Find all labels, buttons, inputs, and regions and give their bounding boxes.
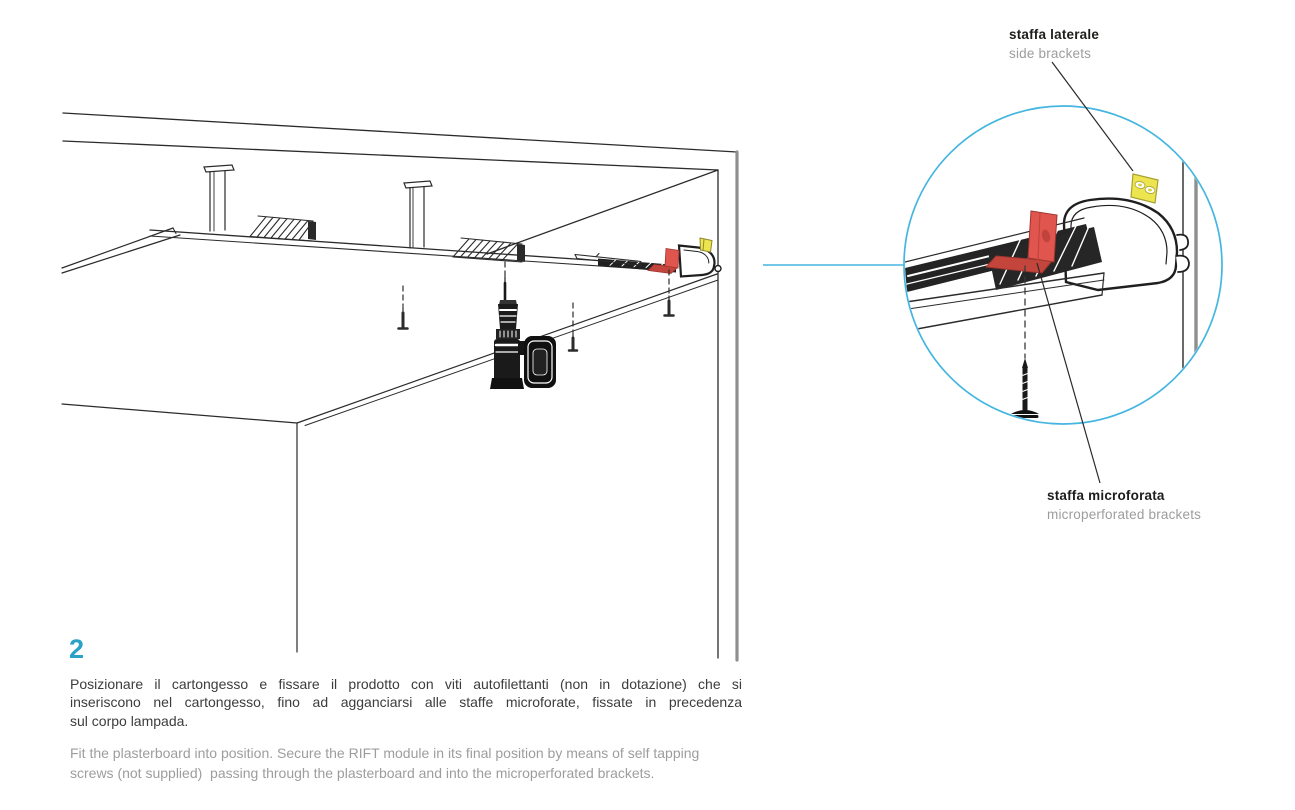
micro-bracket-red-detail bbox=[984, 210, 1058, 274]
micro-bracket-red-main bbox=[647, 248, 680, 274]
fins-1 bbox=[249, 215, 316, 242]
callout-micro-brackets-it: staffa microforata bbox=[1047, 488, 1165, 503]
detail-lamp-profile bbox=[1062, 197, 1190, 292]
detail-plasterboard bbox=[905, 272, 1105, 332]
flat-bracket bbox=[574, 252, 642, 266]
screw-d bbox=[663, 269, 675, 317]
lamp-end-cap bbox=[677, 244, 722, 278]
callout-side-brackets-en: side brackets bbox=[1009, 46, 1092, 61]
ceiling-slab bbox=[62, 112, 738, 255]
leader-side-brackets bbox=[1051, 61, 1134, 172]
side-bracket-yellow-main bbox=[699, 237, 713, 253]
screw-c bbox=[567, 302, 579, 352]
main-drawing bbox=[61, 112, 739, 662]
side-bracket-yellow-detail bbox=[1130, 173, 1159, 204]
drill bbox=[490, 261, 556, 389]
instruction-italian-line: Posizionare il cartongesso e fissare il … bbox=[70, 676, 742, 692]
callout-side-brackets: staffa laterale side brackets bbox=[1009, 25, 1099, 63]
detail-circle-outline bbox=[903, 105, 1223, 425]
detail-screw bbox=[1011, 265, 1039, 418]
leader-micro-brackets bbox=[1036, 262, 1101, 484]
instruction-english-line: screws (not supplied) passing through th… bbox=[70, 764, 655, 781]
step-number: 2 bbox=[69, 634, 85, 664]
screw-a bbox=[397, 285, 409, 330]
callout-side-brackets-it: staffa laterale bbox=[1009, 27, 1100, 42]
hanger-post-2 bbox=[403, 180, 433, 249]
hanger-post-1 bbox=[203, 164, 235, 232]
fins-2 bbox=[452, 237, 525, 263]
instruction-italian-line: sul corpo lampada. bbox=[70, 712, 189, 729]
instruction-italian-line: inseriscono nel cartongesso, fino ad agg… bbox=[70, 694, 742, 711]
detail-view bbox=[903, 61, 1223, 484]
right-wall bbox=[717, 150, 739, 662]
instruction-english: Fit the plasterboard into position. Secu… bbox=[70, 744, 699, 783]
callout-micro-brackets: staffa microforata microperforated brack… bbox=[1047, 486, 1201, 524]
instruction-italian: Posizionare il cartongesso e fissare il … bbox=[70, 675, 742, 730]
plasterboard bbox=[61, 227, 719, 653]
callout-micro-brackets-en: microperforated brackets bbox=[1047, 507, 1202, 522]
instruction-english-line: Fit the plasterboard into position. Secu… bbox=[70, 745, 700, 761]
